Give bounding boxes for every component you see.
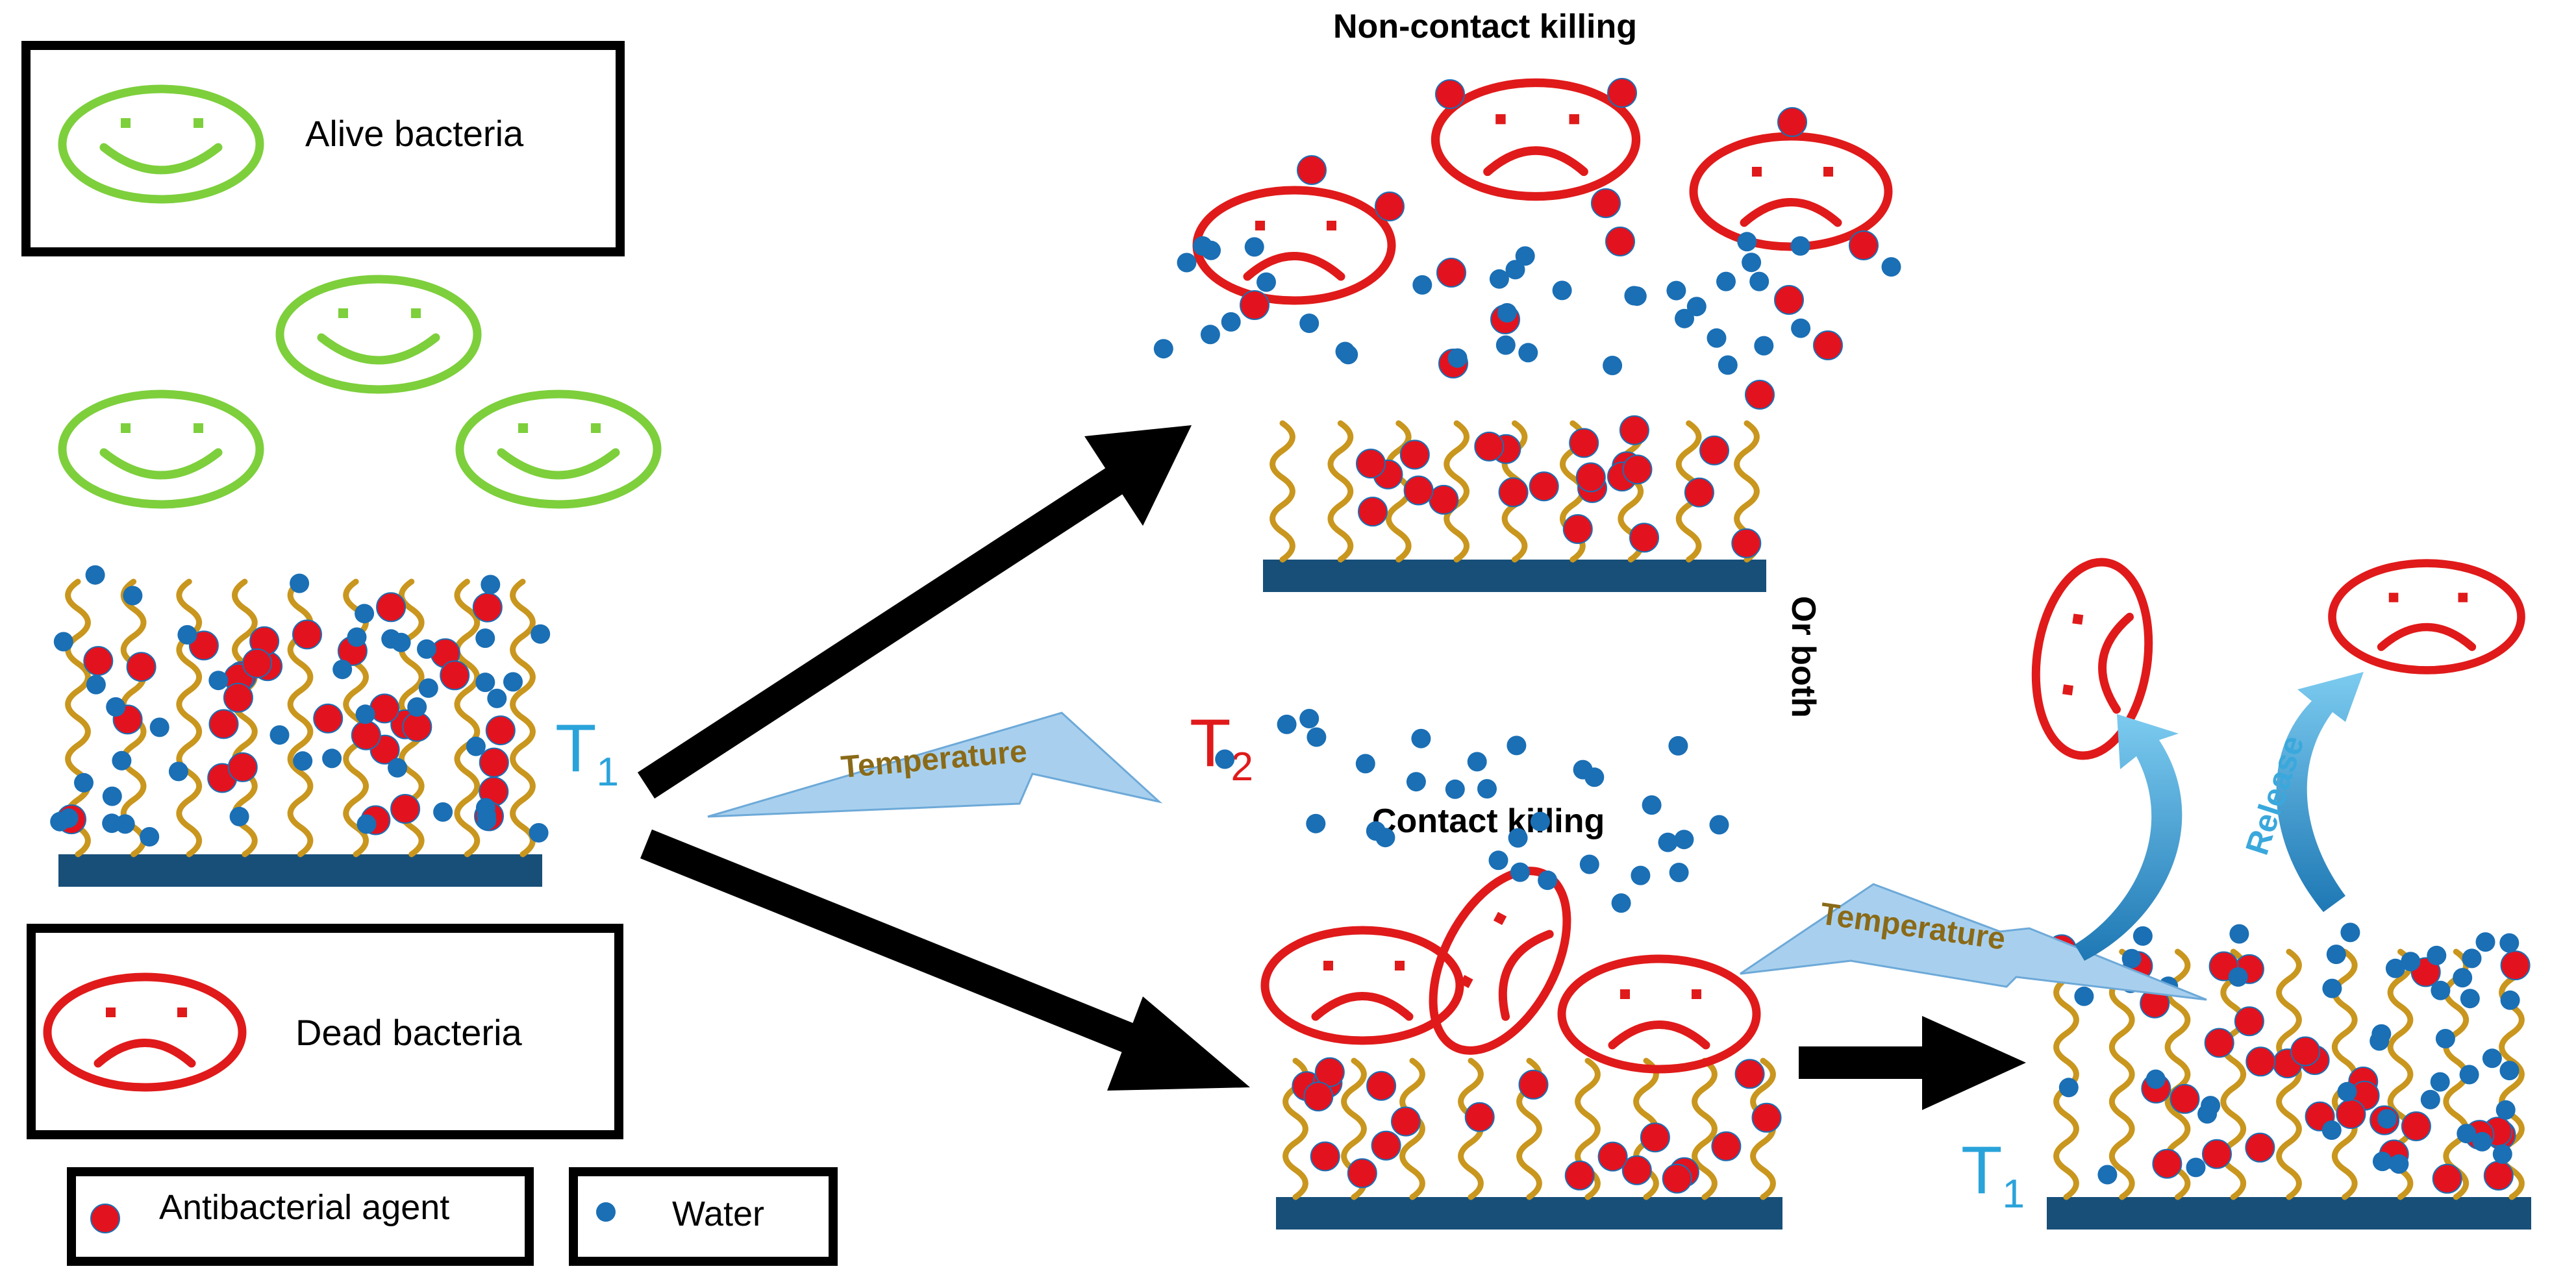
release-arrow-right <box>2276 672 2364 912</box>
dead-bacterium <box>1557 954 1761 1074</box>
alive-bacterium <box>275 275 482 394</box>
or-both-label: Or both <box>1784 596 1822 718</box>
arrow-to-non-contact <box>637 425 1192 799</box>
svg-text:T2: T2 <box>1190 706 1253 789</box>
dead-bacterium <box>1260 926 1464 1045</box>
legend-dead-icon <box>43 972 247 1092</box>
water-dot-icon <box>596 1202 616 1222</box>
t1-label-left: T1 <box>555 711 619 795</box>
alive-bacterium <box>58 389 264 509</box>
dead-bacterium <box>1192 186 1396 305</box>
dead-bacterium <box>2328 559 2525 674</box>
dead-bacteria-contact <box>1260 867 1761 1074</box>
arrow-to-release <box>1799 1016 2026 1110</box>
arrow-to-contact <box>640 829 1250 1091</box>
t2-label: T2 <box>1190 706 1253 789</box>
legend-alive-icon <box>58 84 264 204</box>
legend-dead-label: Dead bacteria <box>295 1012 523 1053</box>
legend-water-box <box>569 1167 838 1266</box>
svg-text:T1: T1 <box>555 711 619 795</box>
legend-water-label: Water <box>672 1194 764 1233</box>
legend: Alive bacteria Dead bacteria Antibacteri… <box>21 41 838 1266</box>
dead-bacteria-released <box>2031 558 2525 760</box>
legend-alive-box <box>21 41 625 256</box>
agent-dot-icon <box>90 1204 120 1233</box>
surface-contact <box>1276 1057 1782 1230</box>
dead-bacterium <box>1429 867 1571 1055</box>
alive-bacterium <box>455 389 662 509</box>
legend-agent-label: Antibacterial agent <box>159 1188 449 1227</box>
release-arrow-left <box>2075 714 2182 961</box>
surface-initial-t1 <box>50 565 551 887</box>
non-contact-killing-label: Non-contact killing <box>1333 8 1637 45</box>
dead-bacterium <box>2031 558 2153 760</box>
svg-text:T1: T1 <box>1961 1133 2025 1217</box>
surface-non-contact <box>1263 415 1766 592</box>
legend-dead-box <box>27 924 623 1139</box>
legend-agent-box <box>67 1167 534 1266</box>
release-arrows: Release <box>2075 672 2364 961</box>
free-particles <box>1153 78 1901 913</box>
dead-bacterium <box>1431 78 1641 201</box>
dead-bacterium <box>1689 132 1893 251</box>
temperature-bolt-1: Temperature <box>707 711 1163 818</box>
alive-bacteria-group <box>58 275 662 509</box>
surface-release-t1 <box>2038 922 2531 1230</box>
t1-label-right: T1 <box>1961 1133 2025 1217</box>
contact-killing-label: Contact killing <box>1372 802 1605 840</box>
legend-alive-label: Alive bacteria <box>305 113 524 154</box>
